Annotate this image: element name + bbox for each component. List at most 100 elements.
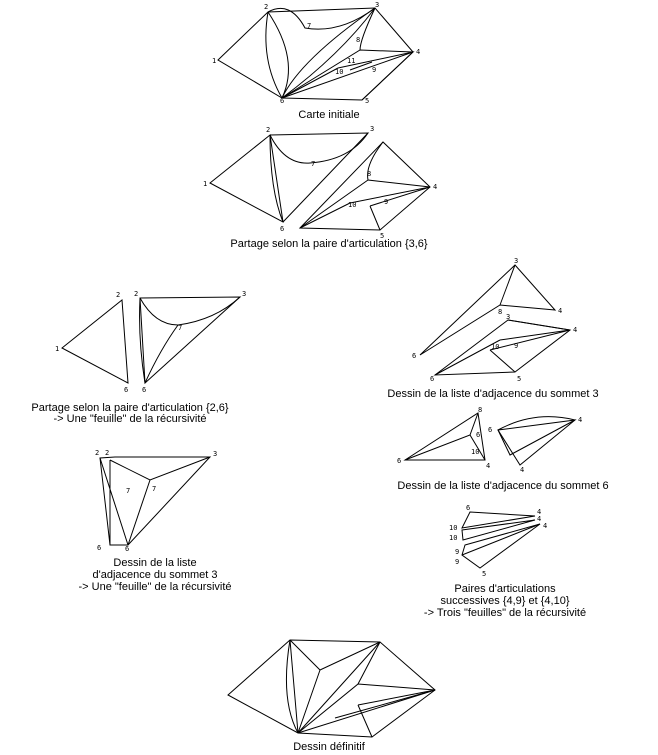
vertex-label: 7 <box>126 487 130 495</box>
panel-partage-2-6: 1 2 2 3 6 6 7 Partage selon la paire d'a… <box>31 290 246 425</box>
vertex-label: 3 <box>213 450 217 458</box>
edge <box>461 523 541 569</box>
edge <box>497 419 577 466</box>
edge <box>299 186 431 231</box>
vertex-label: 4 <box>486 462 490 470</box>
vertex-label: 4 <box>558 307 562 315</box>
vertex-label: 6 <box>466 504 470 512</box>
caption-dessin-liste-3-left-line2: d'adjacence du sommet 3 <box>92 569 217 581</box>
edge <box>298 141 431 231</box>
edge <box>359 7 376 51</box>
vertex-label: 3 <box>506 313 510 321</box>
vertex-label: 6 <box>125 545 129 553</box>
panel-partage-3-6: 1 2 3 4 5 6 7 8 9 10 Partage selon la pa… <box>203 125 437 250</box>
vertex-label: 4 <box>543 522 547 530</box>
vertex-label: 6 <box>142 386 146 394</box>
edge <box>109 456 211 481</box>
vertex-label: 3 <box>242 290 246 298</box>
edge <box>403 412 486 461</box>
panel-dessin-definitif: Dessin définitif <box>227 639 436 753</box>
caption-partage-3-6: Partage selon la paire d'articulation {3… <box>230 238 428 250</box>
edge <box>469 434 486 461</box>
panel-carte-initiale: 1 2 3 4 5 6 7 8 9 10 11 Carte initiale <box>212 1 420 121</box>
edge <box>461 523 541 556</box>
edge <box>139 296 242 385</box>
edge <box>497 416 576 431</box>
edge <box>285 639 436 734</box>
vertex-label: 8 <box>356 36 360 44</box>
edge <box>297 641 436 734</box>
vertex-label: 7 <box>307 22 311 30</box>
panel-paires-articulations: 6 4 4 4 10 10 9 9 5 Paires d'articulatio… <box>424 504 586 619</box>
edge <box>209 134 284 223</box>
vertex-label: 7 <box>178 324 182 332</box>
vertex-label: 10 <box>491 343 499 351</box>
edge <box>267 11 289 99</box>
vertex-label: 3 <box>514 257 518 265</box>
edge <box>337 51 415 101</box>
edge <box>99 456 212 546</box>
edge <box>419 264 557 356</box>
edge <box>267 7 376 30</box>
vertex-label: 11 <box>347 57 355 65</box>
vertex-label: 10 <box>449 534 457 542</box>
vertex-label: 5 <box>517 375 521 383</box>
vertex-label: 3 <box>370 125 374 133</box>
vertex-label: 8 <box>498 308 502 316</box>
vertex-label: 2 <box>105 449 109 457</box>
vertex-label: 1 <box>55 345 59 353</box>
vertex-label: 9 <box>514 342 518 350</box>
vertex-label: 6 <box>488 426 492 434</box>
edge <box>497 419 576 456</box>
edge <box>281 7 376 99</box>
vertex-label: 1 <box>203 180 207 188</box>
vertex-label: 6 <box>412 352 416 360</box>
vertex-label: 9 <box>455 548 459 556</box>
vertex-label: 2 <box>134 290 138 298</box>
vertex-label: 8 <box>478 406 482 414</box>
vertex-label: 2 <box>264 3 268 11</box>
vertex-label: 10 <box>449 524 457 532</box>
caption-dessin-definitif: Dessin définitif <box>293 741 365 753</box>
edge <box>139 296 241 326</box>
edge <box>289 639 381 734</box>
vertex-label: 6 <box>280 225 284 233</box>
vertex-label: 4 <box>520 466 524 474</box>
edge <box>127 479 151 546</box>
edge <box>139 297 146 384</box>
edge <box>281 7 376 99</box>
edge <box>434 329 571 376</box>
caption-partage-2-6-line1: Partage selon la paire d'articulation {2… <box>31 402 229 414</box>
caption-paires-line2: successives {4,9} et {4,10} <box>440 595 569 607</box>
vertex-label: 2 <box>116 291 120 299</box>
vertex-label: 5 <box>380 232 384 240</box>
edge <box>499 264 516 306</box>
edge <box>499 319 571 341</box>
edge <box>99 457 129 546</box>
edge <box>269 134 284 223</box>
edge <box>297 689 436 738</box>
edge <box>433 319 572 376</box>
caption-dessin-liste-6: Dessin de la liste d'adjacence du sommet… <box>397 480 608 492</box>
edge <box>461 519 536 541</box>
vertex-label: 4 <box>416 48 420 56</box>
vertex-label: 6 <box>280 97 284 105</box>
panel-dessin-liste-3-right: 6 3 4 8 3 4 6 5 10 9 Dessin de la liste … <box>387 257 598 400</box>
caption-carte-initiale: Carte initiale <box>298 109 359 121</box>
vertex-label: 8 <box>367 170 371 178</box>
vertex-label: 2 <box>95 449 99 457</box>
vertex-label: 7 <box>311 160 315 168</box>
vertex-label: 5 <box>365 97 369 105</box>
edge <box>269 132 369 164</box>
vertex-label: 7 <box>152 485 156 493</box>
edge <box>299 179 431 229</box>
vertex-label: 4 <box>573 326 577 334</box>
vertex-label: 4 <box>578 416 582 424</box>
caption-dessin-liste-3-left-line3: -> Une "feuille" de la récursivité <box>78 581 231 593</box>
panel-dessin-liste-6: 6 8 6 10 4 6 4 4 Dessin de la liste d'ad… <box>397 406 609 492</box>
edge <box>281 61 373 99</box>
edge <box>265 11 283 99</box>
caption-paires-line3: -> Trois "feuilles" de la récursivité <box>424 607 586 619</box>
panel-dessin-liste-3-left: 2 2 3 7 7 6 6 Dessin de la liste d'adjac… <box>78 449 231 593</box>
